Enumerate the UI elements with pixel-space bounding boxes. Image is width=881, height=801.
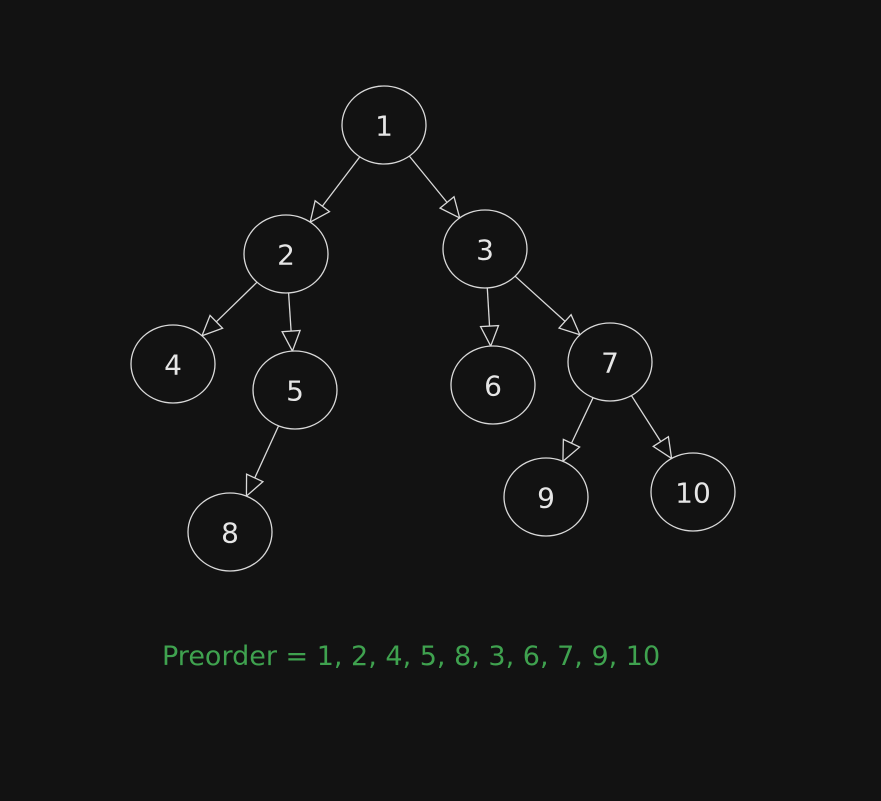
edge-line <box>321 156 361 207</box>
node-label: 8 <box>221 517 239 550</box>
tree-node-3: 3 <box>442 209 528 289</box>
node-circle <box>130 324 216 404</box>
edge-line <box>486 287 491 327</box>
edges-layer <box>200 155 673 498</box>
node-circle <box>442 209 528 289</box>
edge-n7-n9 <box>562 397 594 463</box>
edge-line <box>408 155 448 203</box>
edge-n1-n3 <box>408 155 461 220</box>
edge-n2-n4 <box>200 281 258 337</box>
node-label: 10 <box>675 477 711 510</box>
node-circle <box>243 214 329 294</box>
edge-line <box>630 395 662 442</box>
tree-node-9: 9 <box>503 457 589 537</box>
tree-node-2: 2 <box>243 214 329 294</box>
arrowhead <box>557 313 582 336</box>
edge-line <box>254 425 280 479</box>
arrowhead <box>281 329 302 353</box>
arrowhead <box>438 195 461 220</box>
edge-n3-n6 <box>479 287 500 348</box>
arrowhead <box>479 324 500 348</box>
node-circle <box>450 345 536 425</box>
node-label: 1 <box>375 110 393 143</box>
tree-node-6: 6 <box>450 345 536 425</box>
node-circle <box>503 457 589 537</box>
node-label: 6 <box>484 370 502 403</box>
arrowhead <box>562 438 581 463</box>
edge-n7-n10 <box>630 395 673 460</box>
edge-n5-n8 <box>245 425 280 498</box>
arrowhead <box>245 473 265 498</box>
node-circle <box>650 452 736 532</box>
node-circle <box>187 492 273 572</box>
node-circle <box>567 322 653 402</box>
node-label: 9 <box>537 482 555 515</box>
edge-n1-n2 <box>309 156 361 224</box>
edge-n3-n7 <box>514 275 582 336</box>
arrowhead <box>200 314 224 337</box>
tree-node-5: 5 <box>252 350 338 430</box>
edge-line <box>514 275 566 322</box>
edge-line <box>215 281 258 323</box>
tree-node-8: 8 <box>187 492 273 572</box>
arrowhead <box>309 199 331 224</box>
node-label: 7 <box>601 347 619 380</box>
node-label: 3 <box>476 234 494 267</box>
tree-node-10: 10 <box>650 452 736 532</box>
tree-node-4: 4 <box>130 324 216 404</box>
node-label: 2 <box>277 239 295 272</box>
edge-n2-n5 <box>281 292 302 353</box>
node-label: 4 <box>164 349 182 382</box>
preorder-caption: Preorder = 1, 2, 4, 5, 8, 3, 6, 7, 9, 10 <box>162 641 661 672</box>
arrowhead <box>652 435 673 460</box>
node-label: 5 <box>286 375 304 408</box>
edge-line <box>287 292 292 332</box>
edge-line <box>570 397 594 444</box>
tree-node-7: 7 <box>567 322 653 402</box>
tree-node-1: 1 <box>341 85 427 165</box>
node-circle <box>341 85 427 165</box>
node-circle <box>252 350 338 430</box>
nodes-layer: 1 2 3 4 5 6 7 8 9 10 <box>130 85 736 572</box>
